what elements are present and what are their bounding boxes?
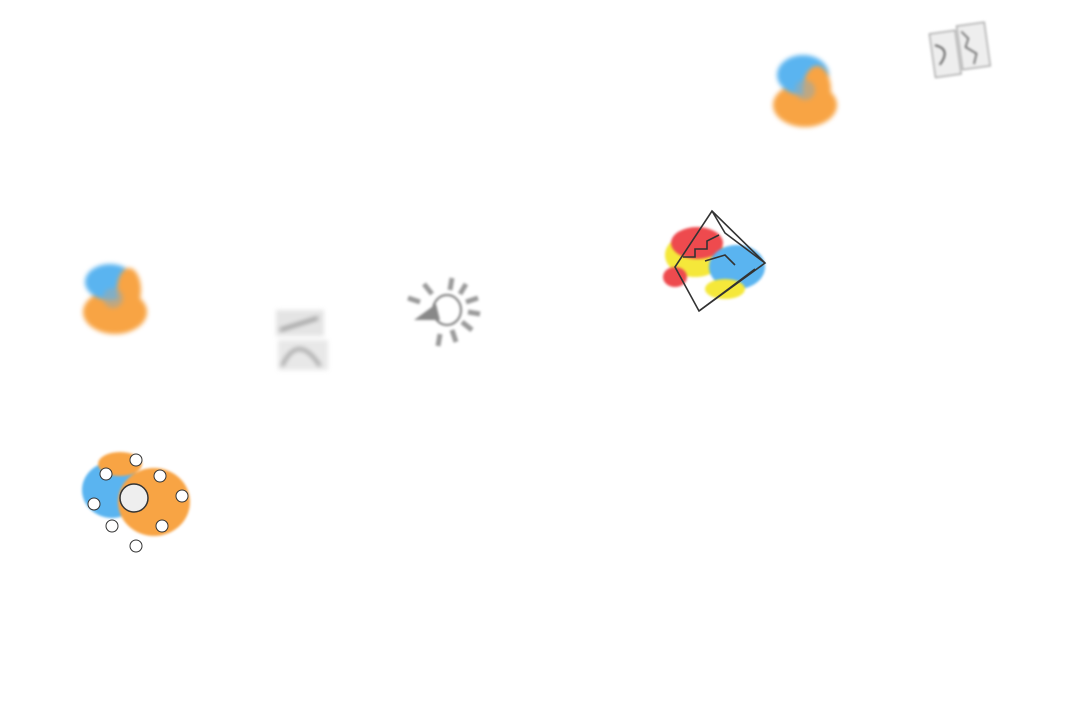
lightbulb-icon <box>402 270 487 350</box>
globe-network-splash-icon <box>70 442 210 562</box>
gear-splash-icon <box>65 250 160 350</box>
staircase-splash-icon <box>655 205 775 317</box>
wave-sketch-icon <box>274 308 330 372</box>
gear-splash-icon <box>755 35 855 140</box>
charts-sketch-icon <box>928 21 991 80</box>
